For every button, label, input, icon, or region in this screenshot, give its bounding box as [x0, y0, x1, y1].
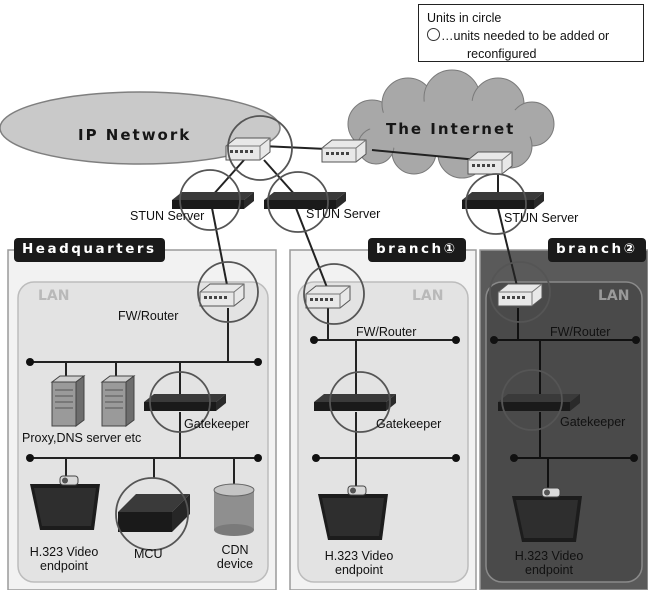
headquarters-lan-label: LAN: [38, 288, 70, 304]
branch1-video-endpoint-icon: [317, 485, 389, 541]
legend-circle-icon: [427, 28, 440, 41]
mcu-icon: [118, 494, 190, 532]
headquarters-lan-nodes: [26, 358, 262, 462]
branch1-lan-nodes: [310, 336, 460, 462]
branch2-endpoint-label: H.323 Video endpoint: [514, 549, 584, 577]
proxy-dns-server-label: Proxy,DNS server etc: [22, 431, 142, 445]
branch1-stun-highlight-circle: [267, 171, 329, 233]
headquarters-stun-label: STUN Server: [130, 209, 205, 223]
ip-router-highlight-circle: [227, 115, 293, 181]
internet-label: The Internet: [386, 120, 516, 138]
hq-stun-highlight-circle: [179, 169, 241, 231]
headquarters-gatekeeper-icon: [144, 394, 226, 411]
branch2-fw-router-icon: [497, 283, 543, 307]
ip-network-label: IP Network: [78, 126, 192, 144]
mcu-highlight-circle: [115, 477, 189, 551]
branch2-lan-label: LAN: [598, 288, 630, 304]
highlight-circles: [115, 115, 563, 551]
branch2-gatekeeper-highlight-circle: [501, 369, 563, 431]
headquarters-stun-server-icon: [172, 192, 254, 209]
branch1-gatekeeper-highlight-circle: [329, 371, 391, 433]
branch1-router-label: FW/Router: [356, 325, 417, 339]
legend-title: Units in circle: [427, 11, 502, 25]
legend-line-2: reconfigured: [467, 47, 537, 61]
cdn-device-label: CDN device: [216, 543, 254, 571]
legend-line-1: …units needed to be added or: [427, 27, 635, 45]
branch2-title: branch②: [548, 238, 646, 262]
branch1-title: branch①: [368, 238, 466, 262]
branch2-router-label: FW/Router: [550, 325, 611, 339]
legend-line-1-text: …units needed to be added or: [441, 29, 610, 43]
headquarters-fw-router-icon: [199, 283, 245, 307]
hq-gatekeeper-highlight-circle: [149, 371, 211, 433]
internet-router-icon: [321, 139, 367, 163]
branch1-fw-router-icon: [305, 285, 351, 309]
hq-router-highlight-circle: [197, 261, 259, 323]
mcu-label: MCU: [134, 547, 163, 561]
branch1-router-highlight-circle: [303, 263, 365, 325]
branch1-gatekeeper-label: Gatekeeper: [376, 417, 442, 431]
branch2-gatekeeper-label: Gatekeeper: [560, 415, 626, 429]
branch2-stun-server-icon: [462, 192, 544, 209]
internet-cloud-core: [370, 100, 534, 156]
branch2-internet-router-icon: [467, 151, 513, 175]
branch2-gatekeeper-icon: [498, 394, 580, 411]
branch2-video-endpoint-icon: [511, 487, 583, 543]
branch1-stun-label: STUN Server: [306, 207, 381, 221]
ip-network-cloud: [0, 91, 281, 165]
ip-network-router-icon: [225, 137, 271, 161]
branch2-stun-label: STUN Server: [504, 211, 579, 225]
headquarters-title: Headquarters: [14, 238, 165, 262]
proxy-server-icon: [51, 375, 85, 427]
branch1-gatekeeper-icon: [314, 394, 396, 411]
legend-box: Units in circle …units needed to be adde…: [418, 4, 644, 62]
branch2-lan-nodes: [490, 336, 640, 462]
branch2-stun-highlight-circle: [465, 173, 527, 235]
headquarters-router-label: FW/Router: [118, 309, 179, 323]
headquarters-lan-links: [30, 308, 258, 484]
branch2-lan-links: [494, 308, 636, 492]
branch1-lan-label: LAN: [412, 288, 444, 304]
branch1-endpoint-label: H.323 Video endpoint: [324, 549, 394, 577]
cdn-device-icon: [213, 483, 255, 536]
headquarters-endpoint-label: H.323 Video endpoint: [29, 545, 99, 573]
dns-server-icon: [101, 375, 135, 427]
headquarters-gatekeeper-label: Gatekeeper: [184, 417, 250, 431]
branch2-router-highlight-circle: [489, 261, 551, 323]
headquarters-video-endpoint-icon: [29, 475, 101, 531]
